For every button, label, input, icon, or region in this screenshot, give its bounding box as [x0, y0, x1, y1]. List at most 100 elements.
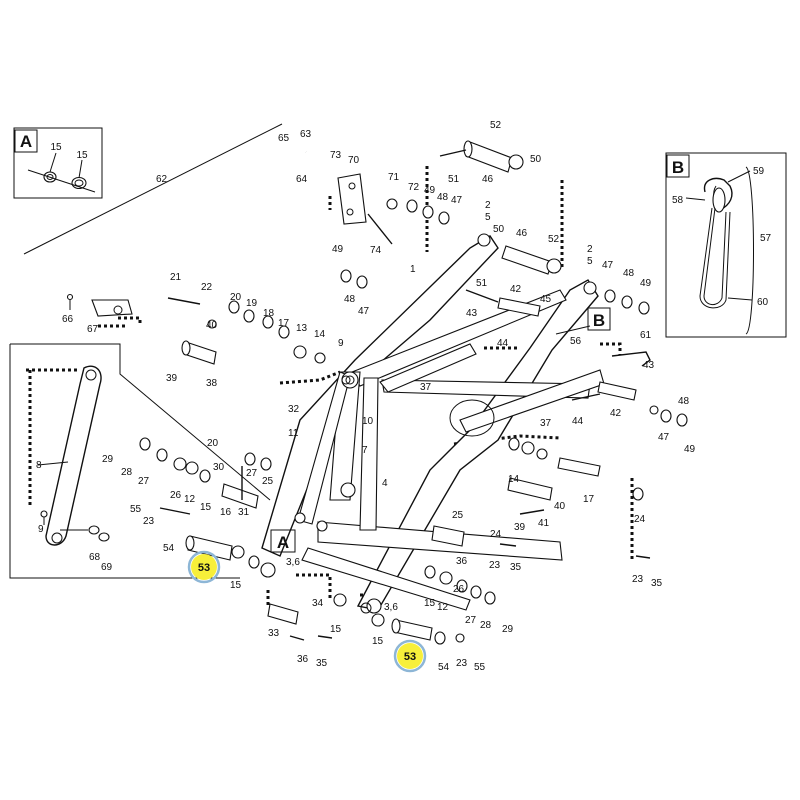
hardware-parts	[139, 140, 688, 645]
label-23d: 23	[456, 658, 468, 669]
label-28b: 28	[480, 620, 492, 631]
label-74: 74	[370, 245, 382, 256]
label-37: 37	[420, 382, 432, 393]
label-61: 61	[640, 330, 652, 341]
label-8: 8	[36, 460, 42, 471]
detail-b-label-57: 57	[760, 233, 772, 244]
label-63: 63	[300, 129, 312, 140]
detail-b-label-60: 60	[757, 297, 769, 308]
label-40b: 40	[554, 501, 566, 512]
label-15b: 15	[230, 580, 242, 591]
highlight-53-left: 53	[187, 550, 221, 584]
label-35b: 35	[651, 578, 663, 589]
label-49d: 49	[684, 444, 696, 455]
label-7: 7	[362, 445, 368, 456]
detail-a-inset: A 15 15	[13, 127, 103, 199]
label-9a: 9	[338, 338, 344, 349]
label-48d: 48	[678, 396, 690, 407]
label-44b: 44	[572, 416, 584, 427]
label-25b: 25	[452, 510, 464, 521]
callout-b-letter: B	[593, 311, 605, 330]
label-3-6a: 3,6	[286, 557, 300, 568]
detail-b-label-59: 59	[753, 166, 765, 177]
label-67: 67	[87, 324, 99, 335]
label-4: 4	[382, 478, 388, 489]
link-inset: 8 9 68 69	[9, 343, 271, 579]
label-27a: 27	[138, 476, 150, 487]
label-54a: 54	[163, 543, 175, 554]
label-52a: 52	[490, 120, 502, 131]
label-23c: 23	[632, 574, 644, 585]
label-9b: 9	[38, 524, 44, 535]
label-35a: 35	[510, 562, 522, 573]
label-36b: 36	[297, 654, 309, 665]
label-65: 65	[278, 133, 290, 144]
label-49c: 49	[640, 278, 652, 289]
label-18: 18	[263, 308, 275, 319]
label-50a: 50	[530, 154, 542, 165]
detail-a-letter: A	[20, 132, 32, 151]
label-13: 13	[296, 323, 308, 334]
detail-b-letter: B	[672, 158, 684, 177]
label-69: 69	[101, 562, 113, 573]
label-2b: 2	[587, 244, 593, 255]
label-46b: 46	[516, 228, 528, 239]
label-1: 1	[410, 264, 416, 275]
detail-a-label-1: 15	[50, 142, 62, 153]
label-50b: 50	[493, 224, 505, 235]
label-62: 62	[156, 174, 168, 185]
label-20a: 20	[230, 292, 242, 303]
callout-a-letter: A	[277, 533, 289, 552]
label-42b: 42	[610, 408, 622, 419]
label-66: 66	[62, 314, 74, 325]
label-15d: 15	[330, 624, 342, 635]
label-43a: 43	[466, 308, 478, 319]
label-29a: 29	[102, 454, 114, 465]
label-27b: 27	[246, 468, 258, 479]
label-26a: 26	[170, 490, 182, 501]
label-70: 70	[348, 155, 360, 166]
label-21: 21	[170, 272, 182, 283]
label-43b: 43	[643, 360, 655, 371]
label-37b: 37	[540, 418, 552, 429]
part-number-labels: 62 65 63 64 66 67 73 70 71 72 49 48 47 7…	[62, 120, 696, 673]
label-12a: 12	[184, 494, 196, 505]
label-42a: 42	[510, 284, 522, 295]
label-53-right: 53	[404, 651, 416, 663]
label-47b: 47	[358, 306, 370, 317]
label-55a: 55	[130, 504, 142, 515]
callout-b: B	[555, 307, 611, 335]
label-48b: 48	[344, 294, 356, 305]
label-17b: 17	[583, 494, 595, 505]
label-35c: 35	[316, 658, 328, 669]
label-73: 73	[330, 150, 342, 161]
label-16a: 16	[220, 507, 232, 518]
label-5b: 5	[587, 256, 593, 267]
label-49a: 49	[424, 185, 436, 196]
label-23b: 23	[489, 560, 501, 571]
label-47a: 47	[451, 195, 463, 206]
label-36a: 36	[456, 556, 468, 567]
label-28a: 28	[121, 467, 133, 478]
label-34: 34	[312, 598, 324, 609]
label-15e: 15	[372, 636, 384, 647]
callout-a: A	[270, 529, 296, 553]
label-14: 14	[314, 329, 326, 340]
label-40a: 40	[206, 320, 218, 331]
loader-frame	[23, 123, 605, 614]
label-47c: 47	[602, 260, 614, 271]
label-47d: 47	[658, 432, 670, 443]
label-19: 19	[246, 298, 258, 309]
label-23a: 23	[143, 516, 155, 527]
label-51a: 51	[448, 174, 460, 185]
label-25a: 25	[262, 476, 274, 487]
label-20b: 20	[207, 438, 219, 449]
label-68: 68	[89, 552, 101, 563]
label-48a: 48	[437, 192, 449, 203]
detail-b-inset: B 59 58 57 60	[665, 152, 787, 338]
label-29b: 29	[502, 624, 514, 635]
label-14b: 14	[508, 474, 520, 485]
label-38: 38	[206, 378, 218, 389]
label-64: 64	[296, 174, 308, 185]
label-10: 10	[362, 416, 374, 427]
